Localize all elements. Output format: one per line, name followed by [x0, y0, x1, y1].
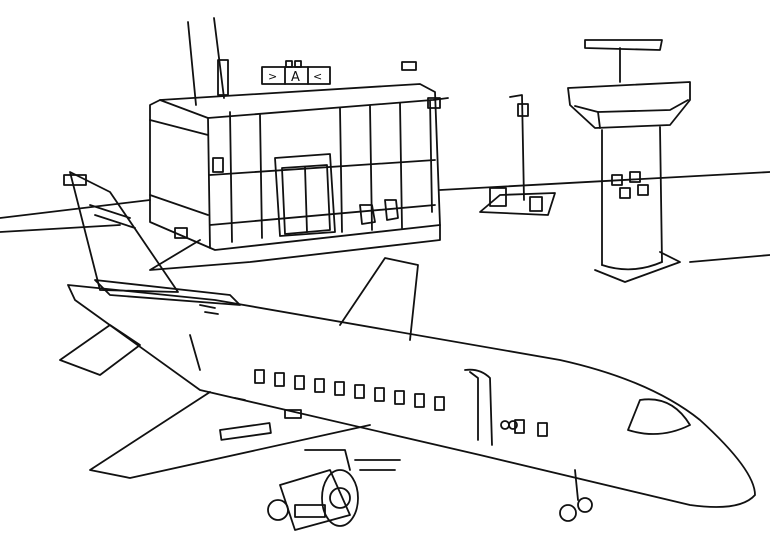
- passenger-windows: [254, 369, 548, 437]
- sign-left-arrow: >: [268, 70, 277, 83]
- lamp-post: [479, 94, 556, 216]
- terminal-sign: > A <: [261, 60, 331, 85]
- tail-fin: [69, 171, 179, 293]
- airplane: [59, 171, 756, 508]
- fuselage: [67, 284, 756, 508]
- sign-letter: A: [291, 70, 300, 85]
- ground-lines: [0, 171, 770, 263]
- control-tower: [567, 39, 691, 283]
- near-wing: [89, 391, 371, 479]
- landing-gear: [559, 469, 593, 522]
- far-wing: [339, 257, 419, 341]
- horizontal-stabilizer: [59, 324, 141, 376]
- cockpit-window: [627, 398, 691, 435]
- engine: [267, 449, 401, 531]
- terminal-building: [149, 17, 449, 271]
- sign-right-arrow: <: [313, 70, 322, 83]
